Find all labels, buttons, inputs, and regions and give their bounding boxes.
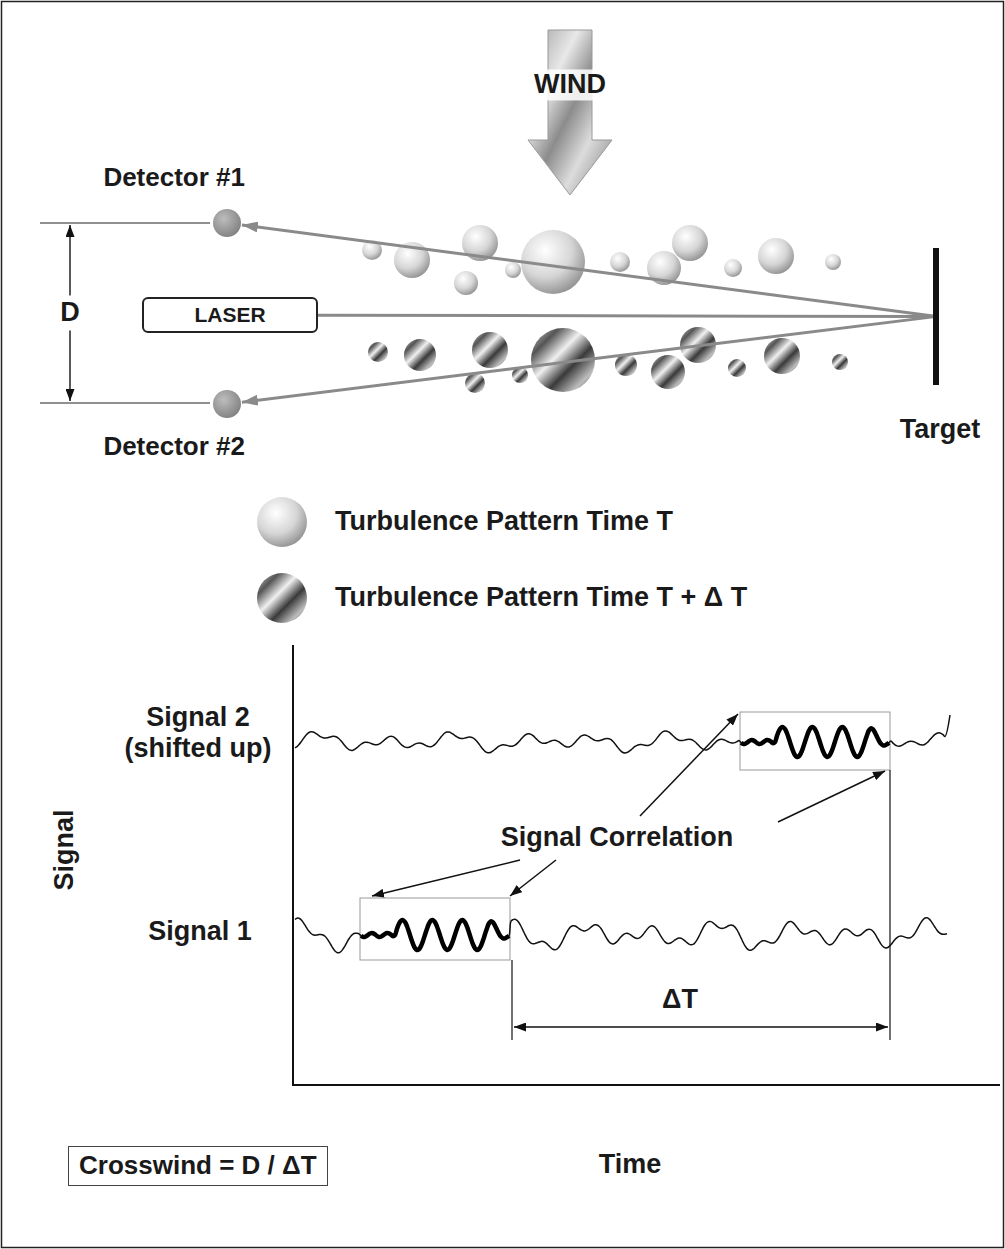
legend-text: Turbulence Pattern Time T bbox=[335, 506, 673, 537]
node-label: Target bbox=[885, 414, 995, 445]
turbulence-cell bbox=[672, 225, 708, 261]
turbulence-cell bbox=[472, 332, 508, 368]
x-axis bbox=[292, 1084, 1000, 1086]
annotation: Signal Correlation bbox=[501, 822, 734, 853]
node-label: Crosswind = D / ΔT bbox=[79, 1151, 317, 1181]
signal-name: Signal 1 bbox=[148, 916, 252, 947]
turbulence-cell bbox=[758, 238, 794, 274]
legend-item: Turbulence Pattern Time T + Δ T bbox=[255, 570, 747, 626]
legend-swatch bbox=[257, 573, 307, 623]
wind-arrow bbox=[528, 30, 612, 195]
legend-item: Turbulence Pattern Time T bbox=[255, 494, 673, 550]
dimension-tick bbox=[40, 222, 210, 223]
turbulence-cell bbox=[505, 262, 521, 278]
node-label: Detector #2 bbox=[103, 432, 245, 462]
signal-trace bbox=[295, 715, 950, 757]
turbulence-cell bbox=[404, 339, 436, 371]
detector: Detector #1 bbox=[213, 209, 241, 237]
turbulence-cell bbox=[724, 259, 742, 277]
correlated-segment bbox=[741, 727, 889, 757]
correlation-box bbox=[360, 898, 510, 960]
axis-label: Time bbox=[599, 1149, 662, 1180]
legend-text: Turbulence Pattern Time T + Δ T bbox=[335, 582, 747, 613]
turbulence-cell bbox=[728, 359, 746, 377]
dimension-line bbox=[514, 1026, 888, 1028]
signal-traces bbox=[295, 715, 950, 953]
turbulence-cell bbox=[651, 355, 685, 389]
signal-trace bbox=[295, 918, 947, 953]
laser-box: LASER bbox=[142, 297, 318, 333]
turbulence-cell bbox=[615, 354, 637, 376]
leader-line bbox=[510, 860, 556, 896]
dimension-label: D bbox=[56, 295, 84, 330]
turbulence-cell bbox=[832, 354, 848, 370]
dimension-label: ΔT bbox=[659, 984, 701, 1015]
beam-path bbox=[318, 315, 933, 316]
legend-swatch bbox=[257, 497, 307, 547]
legend-swatch bbox=[255, 494, 311, 550]
dimension-tick bbox=[40, 402, 210, 403]
turbulence-cell bbox=[368, 342, 388, 362]
turbulence-cell bbox=[764, 338, 800, 374]
turbulence-cell bbox=[454, 271, 478, 295]
turbulence-cell bbox=[610, 252, 630, 272]
beam-path bbox=[242, 317, 933, 402]
legend-swatch bbox=[255, 570, 311, 626]
target: Target bbox=[885, 248, 995, 448]
target-plate bbox=[933, 248, 939, 385]
signal-name: Signal 2 (shifted up) bbox=[116, 702, 281, 764]
leader-line bbox=[640, 714, 738, 816]
dimension-tick bbox=[889, 770, 890, 1040]
correlated-segment bbox=[361, 920, 509, 950]
detector: Detector #2 bbox=[213, 390, 241, 418]
node-label: Detector #1 bbox=[103, 163, 245, 193]
wind-label: WIND bbox=[531, 69, 609, 100]
beam-path bbox=[242, 225, 933, 316]
node-label: LASER bbox=[194, 303, 265, 327]
dimension-tick bbox=[511, 960, 512, 1040]
formula-box: Crosswind = D / ΔT bbox=[68, 1146, 328, 1186]
y-axis bbox=[292, 645, 294, 1086]
turbulence-cell bbox=[825, 254, 841, 270]
leader-line bbox=[372, 860, 520, 896]
correlation-box bbox=[740, 712, 890, 770]
leader-line bbox=[778, 771, 885, 822]
axis-label: Signal bbox=[49, 809, 80, 890]
turbulence-cell bbox=[465, 373, 485, 393]
